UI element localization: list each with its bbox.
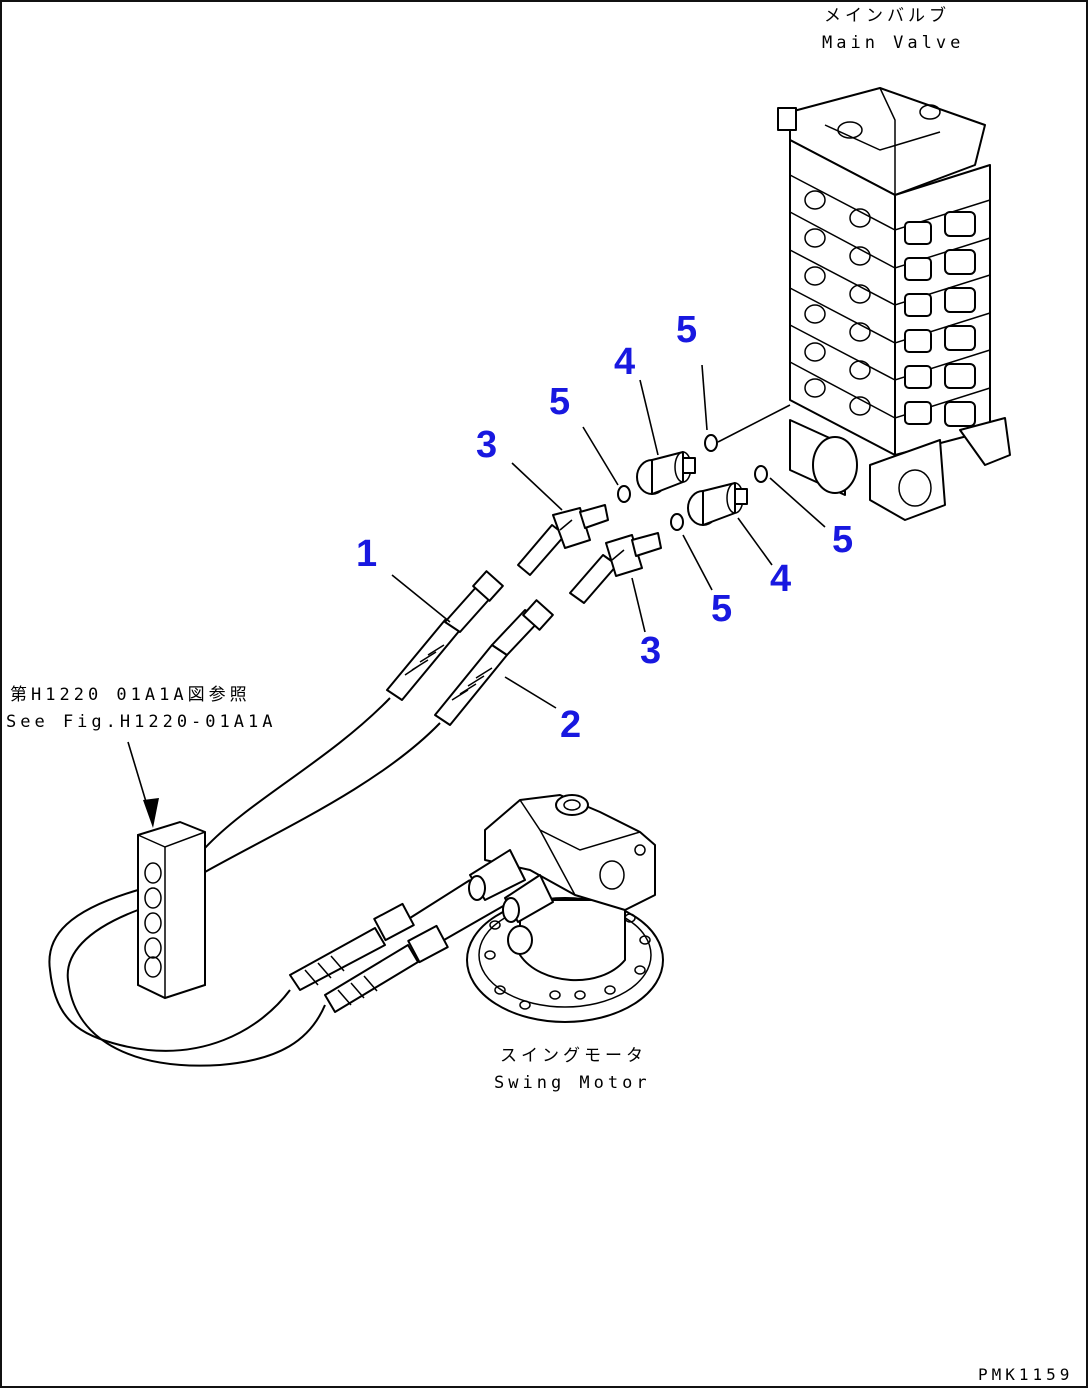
o-rings-item-5 xyxy=(617,434,768,531)
callout-5-right: 5 xyxy=(832,519,854,561)
callout-5-top: 5 xyxy=(676,309,698,351)
hose-clamp-block xyxy=(137,820,206,1000)
figure-code: PMK1159 xyxy=(978,1365,1074,1384)
callout-4-lower: 4 xyxy=(770,558,792,600)
callout-1: 1 xyxy=(356,533,378,575)
reference-arrow xyxy=(127,741,159,828)
main-valve-label-en: Main Valve xyxy=(822,33,965,53)
callout-2: 2 xyxy=(560,704,582,746)
swing-motor-drawing xyxy=(466,794,664,1023)
callout-leader-lines xyxy=(391,364,826,709)
elbows-item-3 xyxy=(517,504,662,604)
reference-label-ja: 第H1220 01A1A図参照 xyxy=(10,685,251,705)
adapters-item-4 xyxy=(636,451,748,526)
swing-motor-label-ja: スイングモータ xyxy=(500,1046,647,1066)
callout-5-bottom: 5 xyxy=(711,588,733,630)
hoses-item-1-2 xyxy=(48,570,554,1067)
callout-5-left: 5 xyxy=(549,381,571,423)
main-valve-label-ja: メインバルブ xyxy=(824,6,950,26)
main-valve-drawing xyxy=(777,87,1011,521)
callout-4-upper: 4 xyxy=(614,341,636,383)
reference-label-en: See Fig.H1220-01A1A xyxy=(6,712,277,732)
callout-3-upper: 3 xyxy=(476,424,498,466)
swing-motor-label-en: Swing Motor xyxy=(494,1073,651,1093)
callout-3-lower: 3 xyxy=(640,630,662,672)
